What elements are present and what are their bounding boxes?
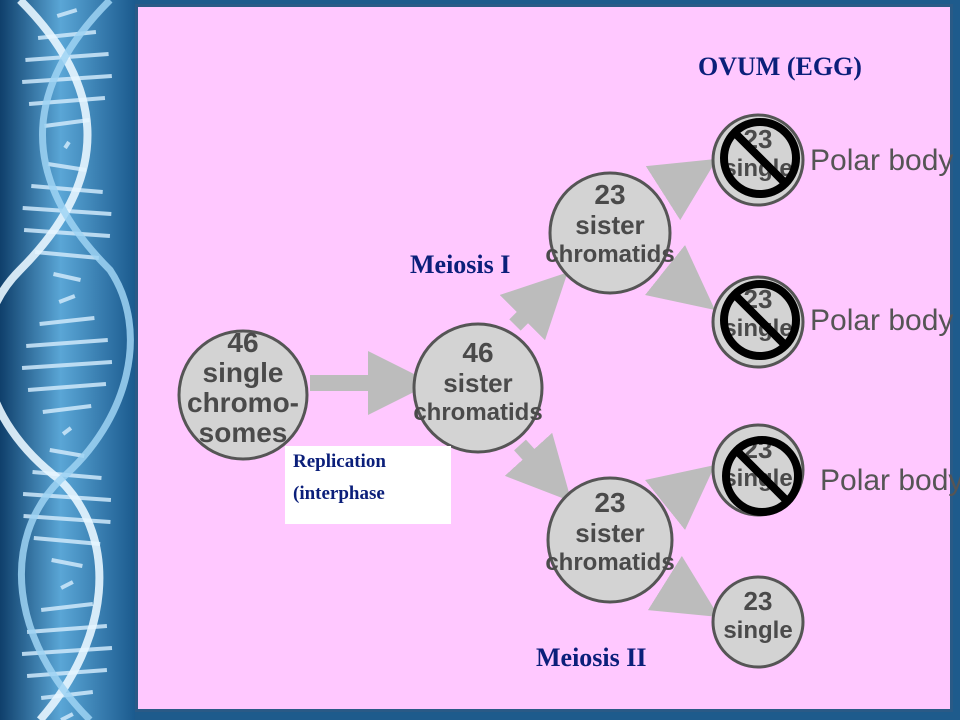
svg-text:23: 23	[594, 487, 625, 518]
cell-ovum: 23 single	[711, 575, 805, 669]
meiosis-one-label: Meiosis I	[410, 250, 511, 279]
dna-rung	[39, 316, 95, 326]
svg-text:single: single	[723, 617, 792, 644]
svg-text:chromo-: chromo-	[187, 387, 299, 418]
dna-rung	[53, 272, 81, 282]
dna-rung	[51, 558, 83, 568]
cell-start: 46 single chromo- somes	[177, 327, 309, 461]
svg-text:chromatids: chromatids	[545, 241, 674, 268]
svg-text:somes: somes	[199, 417, 288, 448]
dna-rung	[26, 338, 108, 348]
arrow-to-polar1	[645, 158, 717, 221]
arrow-to-meiosis-top	[499, 272, 568, 341]
svg-text:chromatids: chromatids	[413, 399, 542, 426]
dna-rung	[27, 382, 107, 392]
cell-meiosis-top: 23 sister chromatids	[545, 171, 675, 295]
dna-rung	[34, 250, 100, 260]
svg-text:sister: sister	[443, 368, 512, 398]
meiosis-two-label: Meiosis II	[536, 643, 647, 672]
dna-rung	[23, 514, 111, 524]
svg-text:23: 23	[744, 586, 773, 616]
dna-rung	[28, 96, 106, 106]
svg-text:46: 46	[227, 327, 258, 358]
polar-body-label-3: Polar body	[820, 464, 960, 497]
svg-text:23: 23	[594, 179, 625, 210]
dna-rung	[23, 228, 111, 238]
dna-rung	[22, 492, 112, 502]
dna-rung	[31, 184, 103, 194]
svg-text:sister: sister	[575, 210, 644, 240]
dna-rung	[60, 580, 74, 590]
svg-text:sister: sister	[575, 518, 644, 548]
dna-rung	[33, 536, 101, 546]
no-symbol-icon	[722, 436, 802, 516]
dna-rung	[56, 8, 78, 18]
polar-body-label-2: Polar body	[810, 304, 953, 337]
arrow-to-ovum	[647, 555, 720, 617]
ovum-heading: OVUM (EGG)	[698, 52, 862, 81]
dna-rung	[61, 426, 73, 436]
dna-helix-icon	[0, 0, 135, 720]
arrow-to-polar2	[645, 245, 715, 310]
dna-rung	[49, 448, 85, 458]
replication-label: Replication (interphase	[285, 446, 451, 524]
dna-rung	[42, 404, 92, 414]
replication-line-2: (interphase	[293, 483, 385, 504]
arrows	[310, 158, 720, 617]
svg-text:chromatids: chromatids	[545, 549, 674, 576]
dna-rung	[22, 74, 112, 84]
dna-rung	[60, 712, 74, 720]
cell-meiosis-bottom: 23 sister chromatids	[545, 476, 675, 604]
svg-text:46: 46	[462, 337, 493, 368]
dna-rung	[58, 294, 76, 304]
arrow-to-polar3	[645, 465, 715, 530]
dna-rung	[40, 602, 94, 612]
dna-rung	[21, 646, 113, 656]
polar-body-label-1: Polar body	[810, 144, 953, 177]
arrow-to-meiosis-bottom	[504, 432, 572, 502]
dna-rung	[26, 668, 108, 678]
no-symbol-icon	[720, 280, 800, 360]
cell-after-replication: 46 sister chromatids	[412, 322, 544, 454]
dna-rung	[63, 140, 71, 150]
no-symbol-icon	[720, 118, 800, 198]
svg-text:single: single	[203, 357, 284, 388]
dna-rung	[21, 360, 113, 370]
dna-rung	[44, 118, 90, 128]
replication-line-1: Replication	[293, 451, 386, 472]
